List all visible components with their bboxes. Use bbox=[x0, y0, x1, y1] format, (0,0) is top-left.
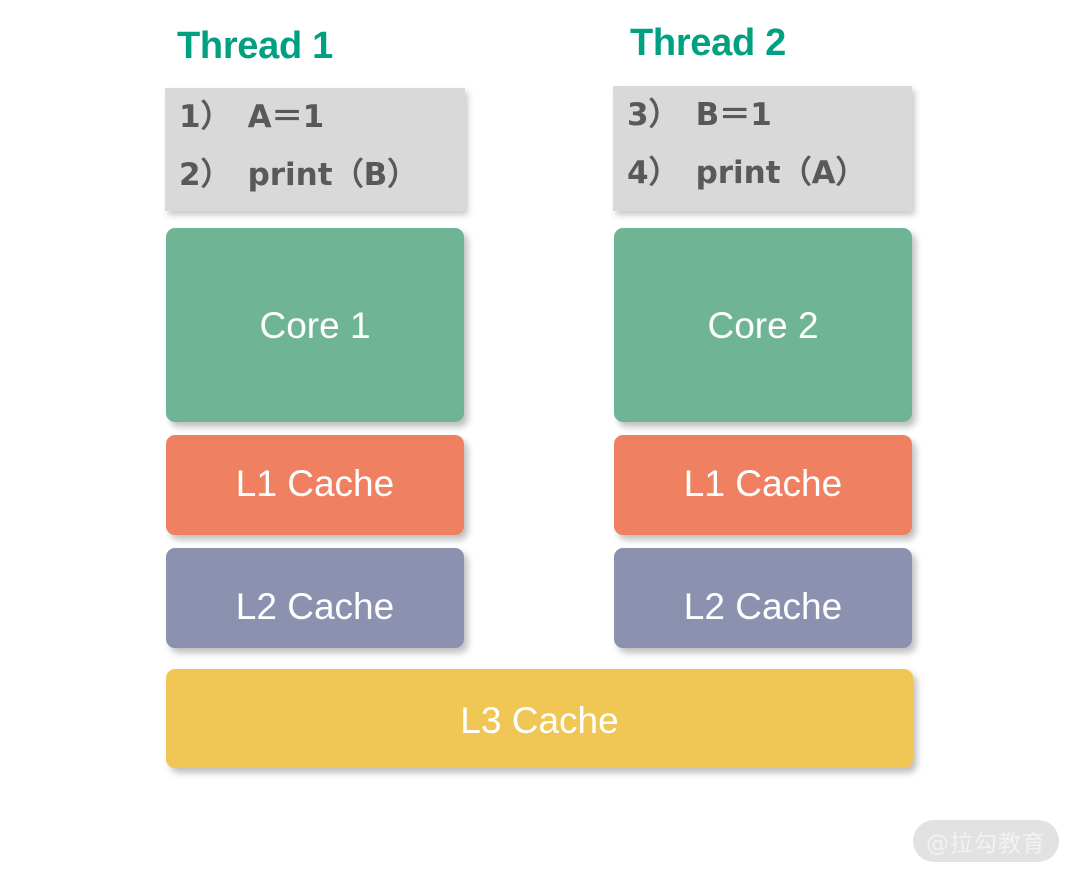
watermark-text: @拉勾教育 bbox=[926, 831, 1046, 857]
core-1-l2-cache-block: L2 Cache bbox=[166, 548, 464, 648]
code-line-body: print（A） bbox=[695, 155, 867, 191]
core-2-block: Core 2 bbox=[614, 228, 912, 422]
core-2-label: Core 2 bbox=[707, 304, 819, 346]
code-line: 3） B＝1 bbox=[627, 100, 912, 131]
code-line: 4） print（A） bbox=[627, 158, 912, 189]
core-1-l2-cache-label: L2 Cache bbox=[235, 585, 395, 627]
code-line: 2） print（B） bbox=[179, 160, 465, 191]
core-2-l2-cache-block: L2 Cache bbox=[614, 548, 912, 648]
l3-cache-block: L3 Cache bbox=[166, 669, 913, 768]
code-line-number: 3） bbox=[627, 97, 680, 133]
core-2-l1-cache-block: L1 Cache bbox=[614, 435, 912, 535]
core-1-label: Core 1 bbox=[259, 304, 371, 346]
thread-2-title: Thread 2 bbox=[630, 22, 786, 64]
l3-cache-label: L3 Cache bbox=[460, 700, 619, 741]
core-1-l1-cache-label: L1 Cache bbox=[235, 462, 395, 504]
core-2-l2-cache-label: L2 Cache bbox=[683, 585, 843, 627]
code-line-body: A＝1 bbox=[247, 99, 325, 135]
watermark-badge: @拉勾教育 bbox=[913, 820, 1059, 862]
thread-1-title: Thread 1 bbox=[177, 25, 333, 67]
code-line-body: print（B） bbox=[247, 157, 419, 193]
thread-2-code-box: 3） B＝1 4） print（A） bbox=[613, 86, 912, 211]
code-line-body: B＝1 bbox=[695, 97, 772, 133]
code-line-number: 1） bbox=[179, 99, 232, 135]
code-line: 1） A＝1 bbox=[179, 102, 465, 133]
core-1-block: Core 1 bbox=[166, 228, 464, 422]
core-1-l1-cache-block: L1 Cache bbox=[166, 435, 464, 535]
code-line-number: 2） bbox=[179, 157, 232, 193]
core-2-l1-cache-label: L1 Cache bbox=[683, 462, 843, 504]
thread-1-code-box: 1） A＝1 2） print（B） bbox=[165, 88, 465, 211]
code-line-number: 4） bbox=[627, 155, 680, 191]
